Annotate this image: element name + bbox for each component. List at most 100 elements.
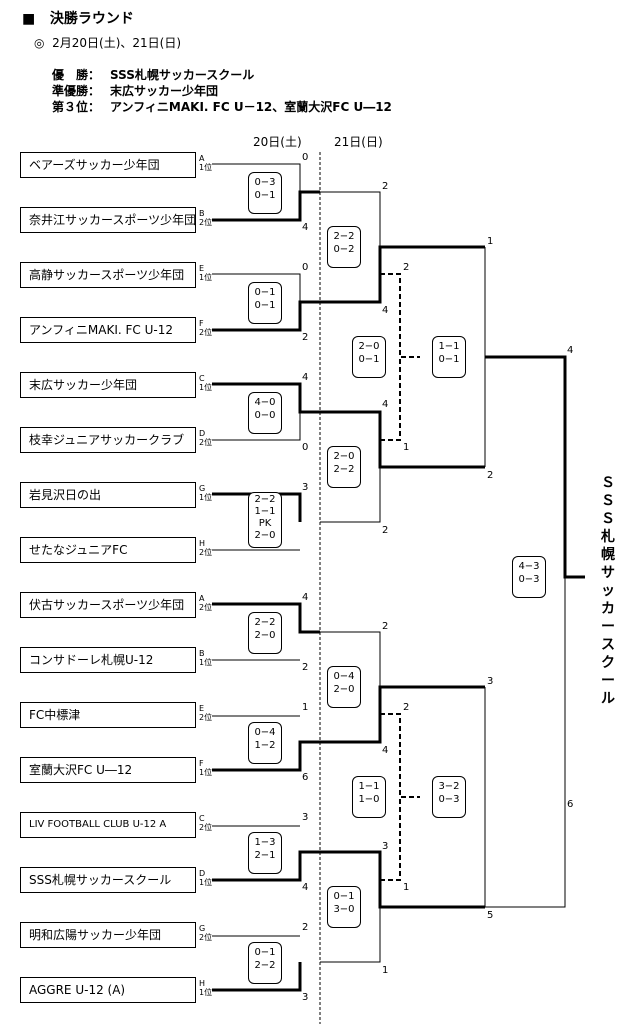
leg-score: 1−1 [254,506,276,517]
leg-score: 2−2 [254,494,276,505]
leg-score: 1−3 [254,837,276,848]
leg-score: 2−1 [254,850,276,861]
leg-score: 0−1 [358,354,380,365]
seed-rank: 1位 [199,878,213,887]
score-number: 5 [487,910,494,921]
team-name: 室蘭大沢FC U―12 [20,757,196,783]
seed-rank: 1位 [199,658,213,667]
seed-letter: E [199,704,205,713]
leg-score: 0−4 [333,671,355,682]
seed-letter: C [199,374,205,383]
seed-letter: F [199,759,204,768]
day1-label: 20日(土) [253,135,302,149]
score-number: 6 [302,772,309,783]
score-number: 0 [302,152,309,163]
leg-score: 3−2 [438,781,460,792]
team-name: アンフィニMAKI. FC U-12 [20,317,196,343]
score-number: 4 [382,305,389,316]
leg-score: 4−3 [518,561,540,572]
seed-rank: 1位 [199,273,213,282]
seed-rank: 2位 [199,603,213,612]
score-number: 4 [382,399,389,410]
score-number: 1 [403,442,410,453]
score-number: 4 [382,745,389,756]
leg-score: 2−2 [254,617,276,628]
seed-letter: A [199,594,205,603]
result-runner-up: 準優勝：末広サッカー少年団 [52,84,218,98]
team-name: せたなジュニアFC [20,537,196,563]
score-number: 0 [302,262,309,273]
score-number: 2 [382,621,389,632]
leg-score: 0−3 [438,794,460,805]
leg-score: 0−1 [333,891,355,902]
seed-rank: 1位 [199,768,213,777]
seed-rank: 2位 [199,933,213,942]
seed-rank: 1位 [199,383,213,392]
seed-rank: 1位 [199,493,213,502]
score-number: 4 [302,372,309,383]
team-name: 奈井江サッカースポーツ少年団 [20,207,196,233]
leg-score: 2−0 [358,341,380,352]
seed-letter: B [199,209,205,218]
leg-score: 2−0 [333,451,355,462]
seed-letter: A [199,154,205,163]
score-number: 2 [487,470,494,481]
leg-score: 1−0 [358,794,380,805]
score-number: 3 [382,841,389,852]
result-label: 優 勝： [52,68,101,82]
team-name: AGGRE U-12 (A) [20,977,196,1003]
pk-label: PK [258,518,272,529]
score-number: 1 [382,965,389,976]
leg-score: 0−1 [254,287,276,298]
seed-rank: 2位 [199,438,213,447]
team-name: 明和広陽サッカー少年団 [20,922,196,948]
team-name: 高静サッカースポーツ少年団 [20,262,196,288]
page-title-text: 決勝ラウンド [49,11,134,27]
seed-rank: 2位 [199,823,213,832]
score-number: 2 [403,702,410,713]
leg-score: 0−0 [254,410,276,421]
event-date-text: 2月20日(土)、21日(日) [52,36,182,50]
seed-letter: G [199,484,206,493]
score-number: 2 [382,525,389,536]
score-number: 3 [302,992,309,1003]
team-name: 枝幸ジュニアサッカークラブ [20,427,196,453]
leg-score: 2−0 [254,630,276,641]
leg-score: 0−1 [254,190,276,201]
score-number: 1 [403,882,410,893]
seed-letter: C [199,814,205,823]
leg-score: 4−0 [254,397,276,408]
seed-rank: 1位 [199,163,213,172]
team-name: 末広サッカー少年団 [20,372,196,398]
leg-score: 0−4 [254,727,276,738]
leg-score: 2−0 [333,684,355,695]
seed-rank: 2位 [199,713,213,722]
seed-rank: 2位 [199,328,213,337]
leg-score: 1−2 [254,740,276,751]
score-number: 1 [487,236,494,247]
team-name: FC中標津 [20,702,196,728]
score-number: 3 [302,812,309,823]
event-date: ◎ 2月20日(土)、21日(日) [34,36,182,50]
seed-rank: 2位 [199,218,213,227]
leg-score: 2−2 [333,231,355,242]
seed-letter: H [199,539,206,548]
result-third: 第３位：アンフィニMAKI. FC U－12、室蘭大沢FC U―12 [52,100,392,114]
score-number: 6 [567,799,574,810]
